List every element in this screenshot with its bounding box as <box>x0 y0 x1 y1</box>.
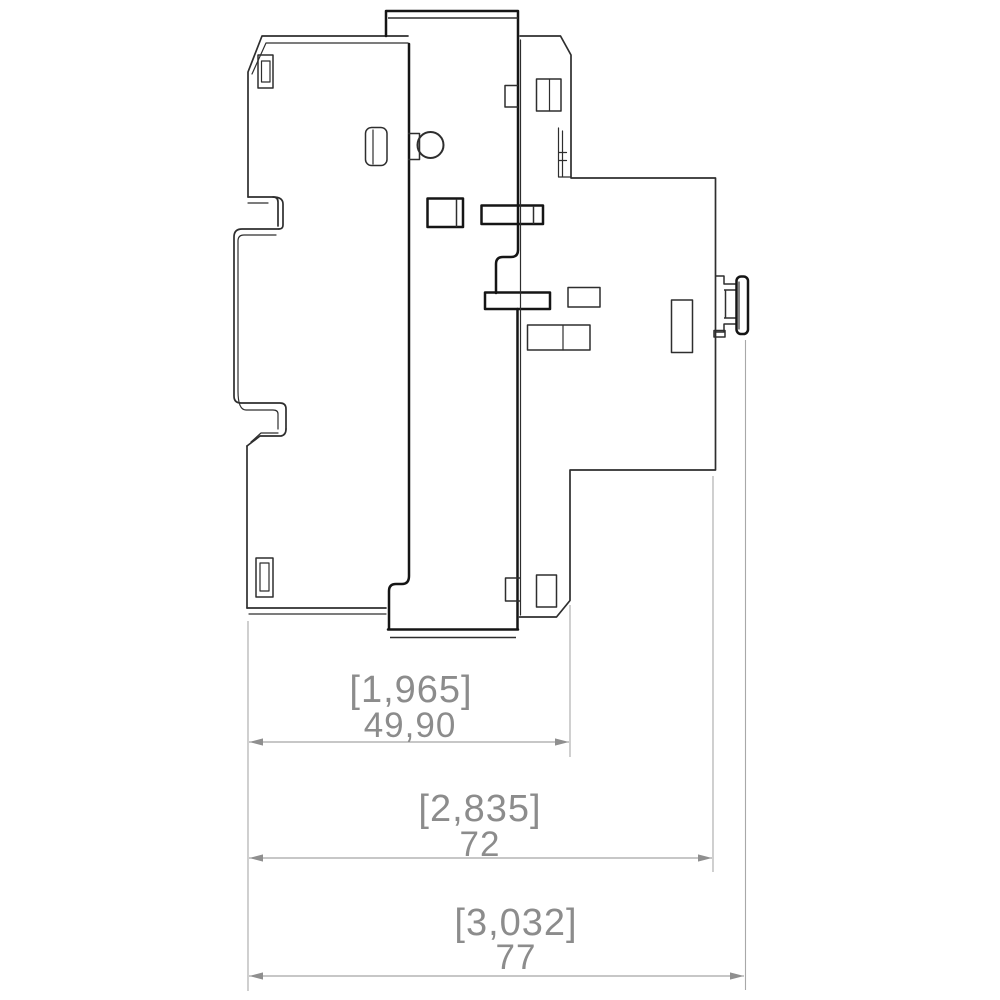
dimension-72: [2,835] 72 <box>249 788 712 864</box>
dimension-49-90: [1,965] 49,90 <box>249 669 569 746</box>
front-section-outline <box>518 35 717 618</box>
dim-49-90-inches-label: [1,965] <box>349 669 472 711</box>
arrow-right <box>555 738 569 746</box>
dimensions: [1,965] 49,90 [2,835] 72 [3,032] 77 <box>247 340 747 991</box>
window-front-tall <box>670 299 694 354</box>
dim-72-inches-label: [2,835] <box>418 788 541 830</box>
left-housing-top-edge-inner <box>251 42 409 75</box>
front-section <box>504 35 717 618</box>
actuator-button <box>713 275 750 338</box>
clip-window-top <box>535 78 562 112</box>
vent-slot-bottom-left <box>255 557 274 598</box>
center-body <box>384 9 552 639</box>
window-mid-small <box>567 286 601 308</box>
button-bracket-bottom <box>716 323 737 333</box>
vent-slot-top-left <box>257 54 274 89</box>
button-cap <box>735 275 750 336</box>
arrow-right <box>698 854 712 862</box>
din-rail-clip <box>233 196 287 447</box>
dim-49-90-mm-label: 49,90 <box>364 706 457 745</box>
center-body-ledge <box>483 291 552 311</box>
left-housing-top-edge <box>247 35 409 198</box>
dim-72-mm-label: 72 <box>460 825 501 864</box>
din-clip-bottom-hook-inner <box>250 432 279 443</box>
center-body-left-edge <box>387 42 411 631</box>
din-clip-top-hook <box>272 196 284 230</box>
din-clip-lip-outer <box>233 228 287 430</box>
dim-77-inches-label: [3,032] <box>454 902 577 944</box>
din-clip-lip-inner <box>237 234 279 430</box>
button-foot <box>713 329 726 338</box>
window-mid-pair <box>526 324 591 351</box>
pivot-circle <box>408 131 445 161</box>
arrow-right <box>730 972 744 980</box>
corner-vent-slot <box>557 127 572 178</box>
terminal-bar-upper <box>480 204 545 226</box>
tab-bottom <box>504 577 520 602</box>
center-body-top-tab-and-right-edge <box>384 9 520 295</box>
button-bracket-top <box>716 275 737 285</box>
left-housing <box>233 35 409 615</box>
latch-detail <box>364 126 388 167</box>
tab-top <box>504 84 518 108</box>
arrow-left <box>249 854 263 862</box>
arrow-left <box>249 738 263 746</box>
pivot-tab <box>408 132 421 161</box>
arrow-left <box>249 972 263 980</box>
dim-77-mm-label: 77 <box>496 938 537 977</box>
din-clip-top-step <box>247 196 279 227</box>
window-bottom-small <box>535 574 558 608</box>
dimension-77: [3,032] 77 <box>249 902 744 980</box>
terminal-window-upper-left <box>426 197 465 229</box>
din-clip-bottom-hook <box>246 428 287 447</box>
